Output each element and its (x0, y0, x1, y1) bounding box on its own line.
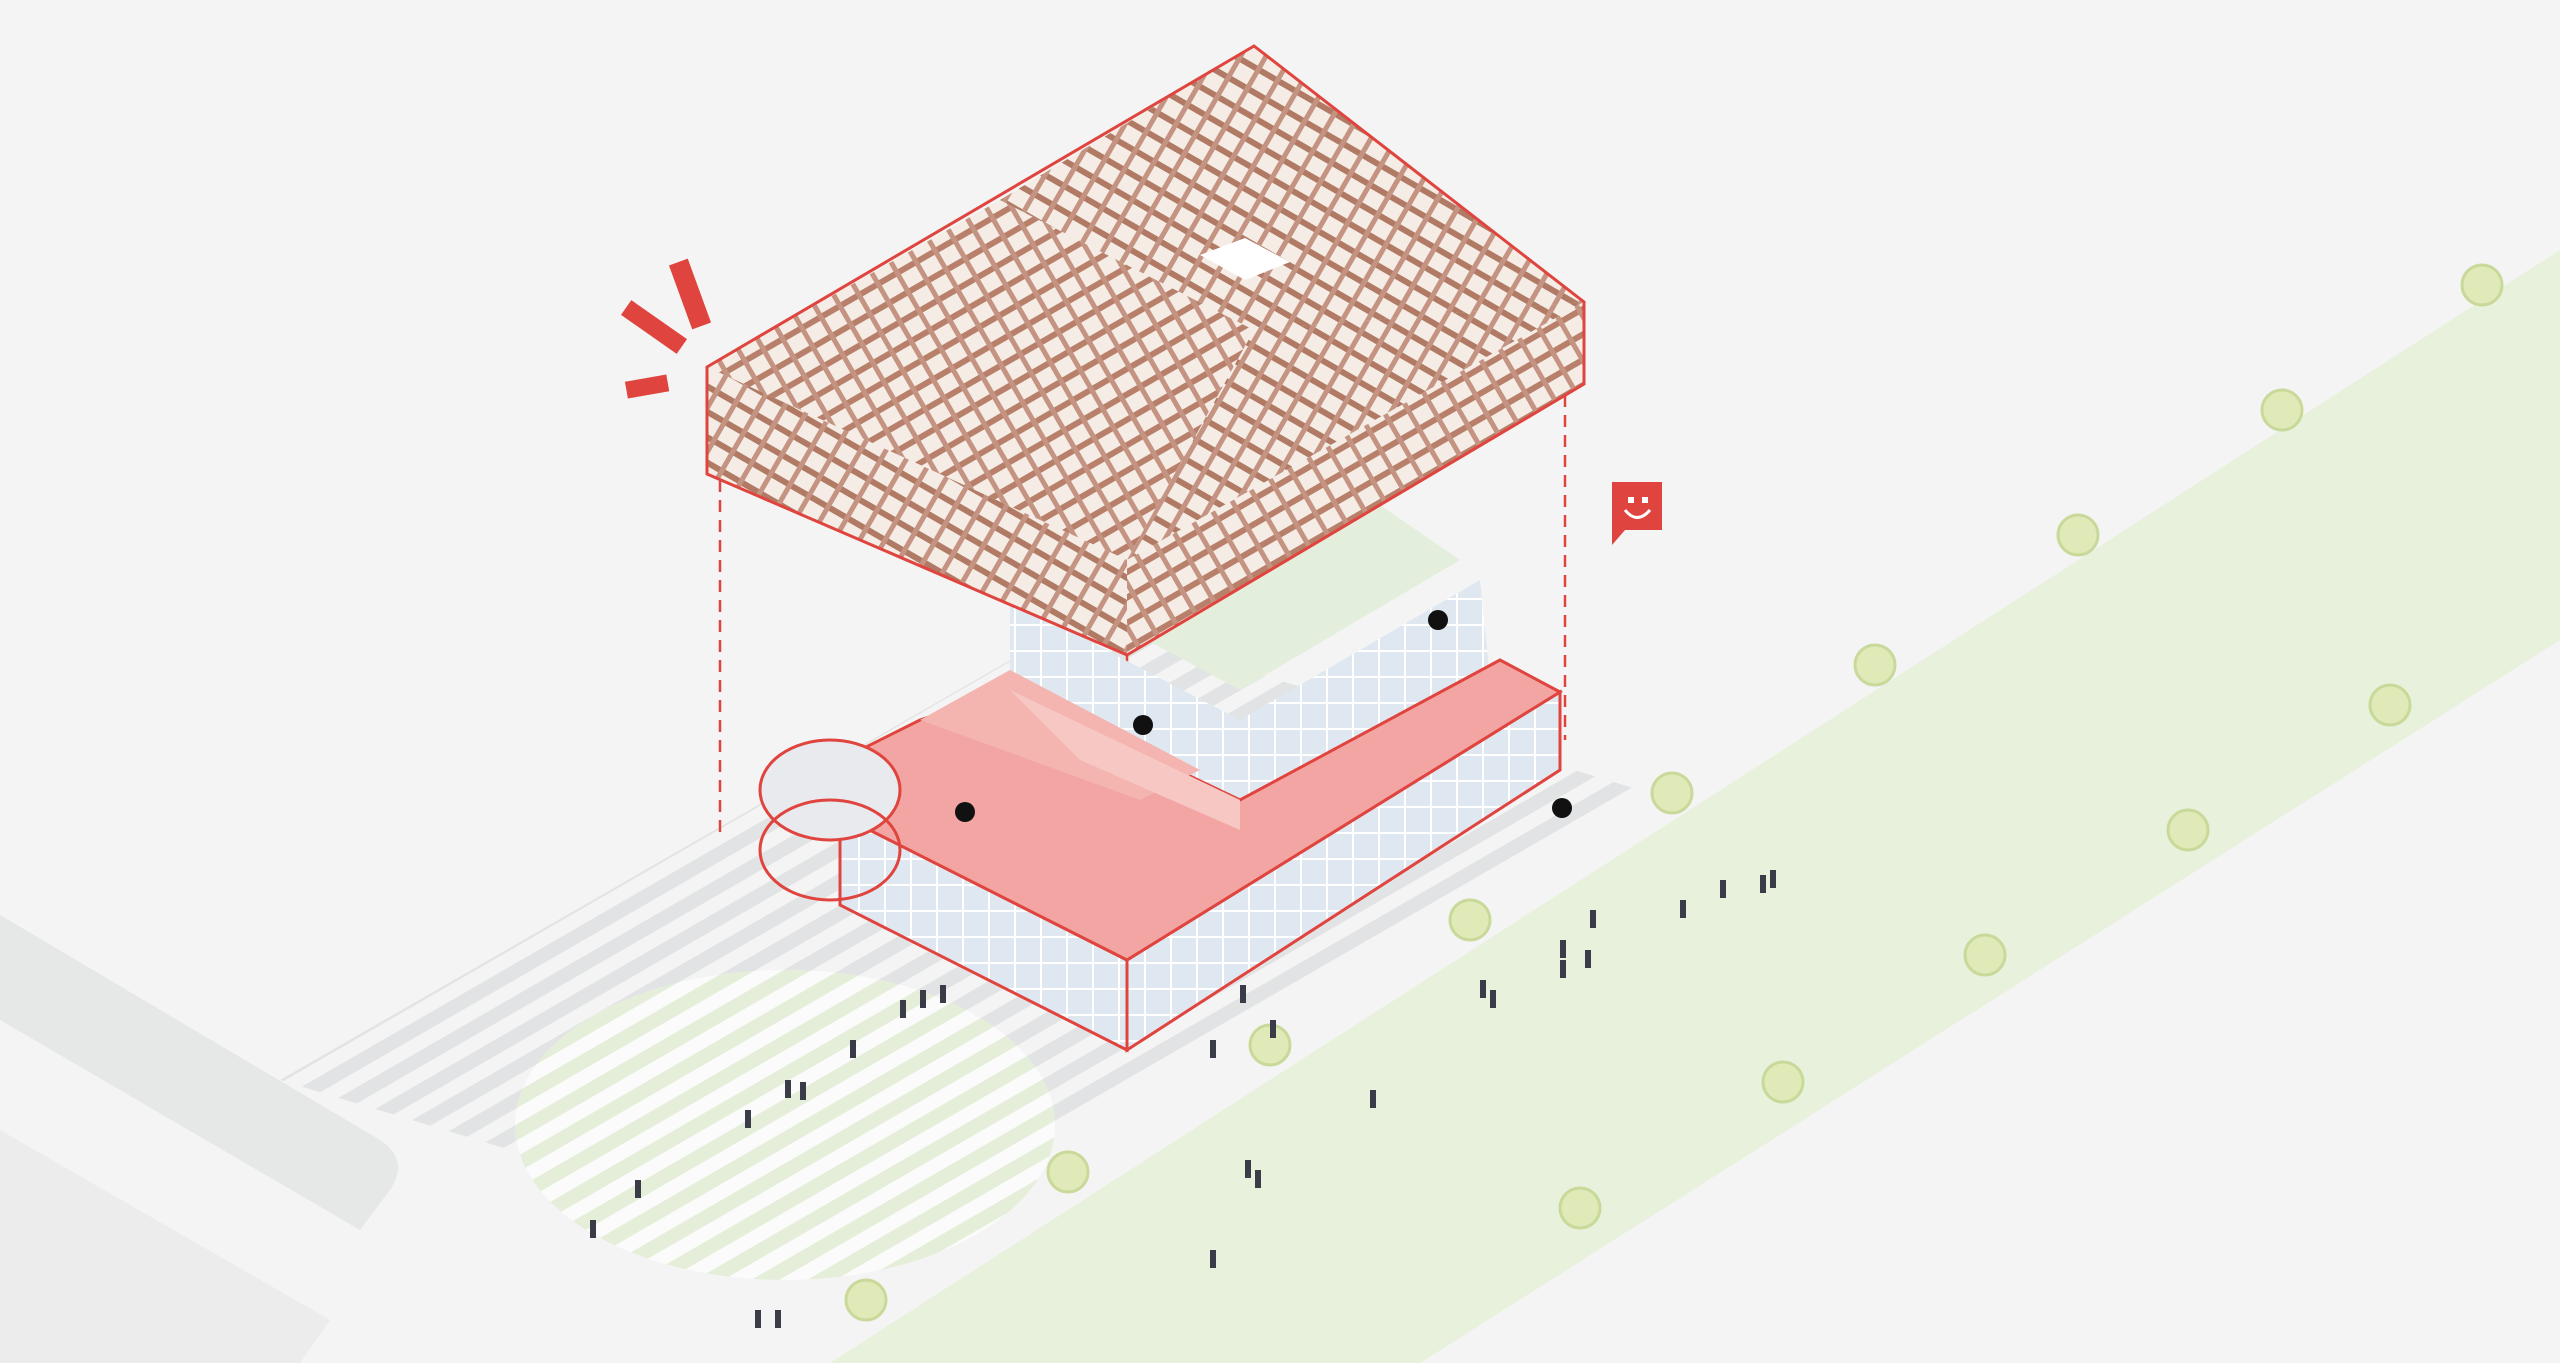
tree (1963, 933, 2007, 977)
person (1240, 985, 1246, 1003)
family-pin-icon (1428, 610, 1448, 630)
person (635, 1180, 641, 1198)
smiley-speech-bubble-icon (1612, 482, 1662, 545)
tower-left-face (1010, 600, 1240, 810)
person (1245, 1160, 1251, 1178)
tree (844, 1278, 888, 1322)
tower-right-face (1240, 580, 1490, 815)
person (1490, 990, 1496, 1008)
map-pins (955, 610, 1572, 822)
person (1585, 950, 1591, 968)
tree (2056, 513, 2100, 557)
tree (1761, 1060, 1805, 1104)
tree (1448, 898, 1492, 942)
person (1560, 940, 1566, 958)
person (940, 985, 946, 1003)
person (1560, 960, 1566, 978)
park-strip (830, 250, 2560, 1363)
cocktail-pin-icon (955, 802, 975, 822)
roof-right-wall (1127, 302, 1584, 655)
attention-burst-icon (620, 258, 712, 399)
tree (2260, 388, 2304, 432)
roof-outline (705, 44, 1586, 657)
person (745, 1110, 751, 1128)
person (800, 1082, 806, 1100)
person (775, 1310, 781, 1328)
tree (1558, 1186, 1602, 1230)
ground-shadow-lower (0, 1130, 330, 1363)
people (590, 870, 1776, 1328)
info-pin-icon (1133, 715, 1153, 735)
person (920, 990, 926, 1008)
person (785, 1080, 791, 1098)
roof-skylight (1200, 238, 1290, 280)
person (1255, 1170, 1261, 1188)
roof-left-wall (707, 367, 1127, 655)
person (1680, 900, 1686, 918)
person (1370, 1090, 1376, 1108)
grand-stair (1010, 690, 1240, 830)
person (1720, 880, 1726, 898)
person (755, 1310, 761, 1328)
ground-shadow (0, 915, 398, 1230)
person (1770, 870, 1776, 888)
tree (2166, 808, 2210, 852)
green-roof (1110, 505, 1460, 690)
tree (1046, 1150, 1090, 1194)
person (1210, 1250, 1216, 1268)
person (1480, 980, 1486, 998)
person (850, 1040, 856, 1058)
trees (844, 263, 2504, 1322)
person (590, 1220, 596, 1238)
tree (1853, 643, 1897, 687)
person (1270, 1020, 1276, 1038)
person (900, 1000, 906, 1018)
tree (1650, 771, 1694, 815)
spiral-ramp (758, 738, 902, 902)
roof-right-slope (1000, 46, 1584, 330)
person (1760, 875, 1766, 893)
person (1210, 1040, 1216, 1058)
roof-left-slope (707, 200, 1254, 560)
person-pin-icon (1552, 798, 1572, 818)
tree (2460, 263, 2504, 307)
tree (2368, 683, 2412, 727)
person (1590, 910, 1596, 928)
